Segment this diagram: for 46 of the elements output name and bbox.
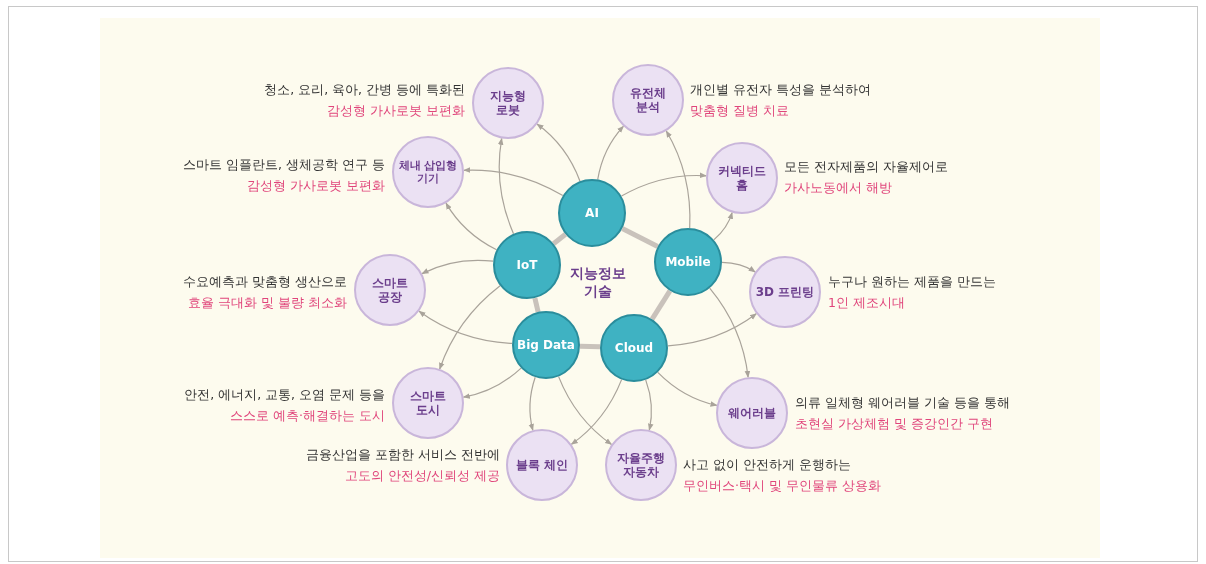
arrow (445, 202, 498, 251)
description-text: 금융산업을 포함한 서비스 전반에 (306, 446, 500, 464)
description-text: 스스로 예측·해결하는 도시 (230, 407, 385, 425)
description-text: 1인 제조시대 (828, 294, 905, 312)
description-text: 효율 극대화 및 불량 최소화 (188, 294, 347, 312)
arrow (645, 379, 654, 431)
arrow (421, 259, 494, 275)
description-text: 모든 전자제품의 자율제어로 (784, 158, 948, 176)
description-text: 무인버스·택시 및 무인물류 상용화 (683, 477, 881, 495)
arrow (709, 287, 751, 378)
arrow (665, 130, 691, 229)
description-text: 누구나 원하는 제품을 만드는 (828, 273, 996, 291)
description-text: 고도의 안전성/신뢰성 제공 (344, 467, 500, 485)
connector-line (532, 297, 541, 313)
center-label: 지능정보 기술 (558, 265, 638, 300)
connector-line (621, 226, 659, 249)
description-text: 청소, 요리, 육아, 간병 등에 특화된 (264, 81, 465, 99)
arrow (498, 137, 515, 235)
arrow (462, 367, 522, 399)
description-text: 맞춤형 질병 치료 (690, 102, 789, 120)
connector-line (551, 232, 568, 246)
description-text: 개인별 유전자 특성을 분석하여 (690, 81, 871, 99)
connector-line (579, 343, 601, 350)
description-text: 수요예측과 맞춤형 생산으로 (183, 273, 347, 291)
description-text: 안전, 에너지, 교통, 오염 문제 등을 (184, 386, 385, 404)
description-text: 스마트 임플란트, 생체공학 연구 등 (183, 156, 385, 174)
arrow (713, 211, 733, 241)
arrow (536, 123, 581, 182)
arrow (418, 310, 513, 344)
arrow (721, 261, 756, 273)
arrow (558, 376, 613, 445)
arrow (439, 285, 501, 370)
description-text: 사고 없이 안전하게 운행하는 (683, 456, 851, 474)
description-text: 감성형 가사로봇 보편화 (327, 102, 465, 120)
description-text: 감성형 가사로봇 보편화 (247, 177, 385, 195)
arrow (528, 376, 536, 431)
arrow (597, 125, 624, 181)
connector-line (649, 289, 673, 321)
arrow (620, 172, 707, 197)
arrow (570, 379, 623, 445)
description-text: 초현실 가상체험 및 증강인간 구현 (795, 415, 993, 433)
description-text: 가사노동에서 해방 (784, 179, 892, 197)
arrow (657, 371, 718, 407)
arrow (463, 167, 564, 197)
arrow (667, 313, 757, 347)
description-text: 의류 일체형 웨어러블 기술 등을 통해 (795, 394, 1010, 412)
